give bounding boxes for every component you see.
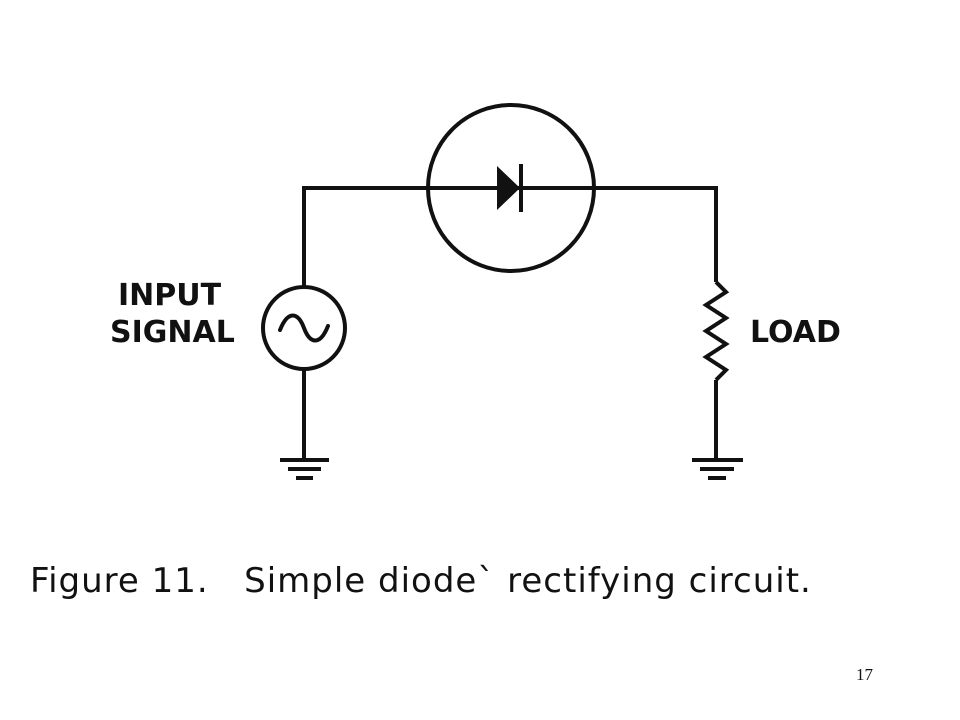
ground-icon: [280, 458, 329, 480]
input-label-line2: SIGNAL: [110, 315, 235, 350]
load-label: LOAD: [750, 315, 841, 350]
resistor-icon: [702, 280, 730, 382]
ground-icon: [692, 458, 743, 480]
wire-left-top: [302, 186, 430, 286]
ac-source-icon: [261, 285, 347, 371]
wire-right-top: [594, 186, 718, 282]
diode-icon: [497, 164, 523, 212]
figure-caption: Figure 11. Simple diode` rectifying circ…: [30, 561, 812, 601]
page-number: 17: [856, 665, 873, 684]
diode-envelope: [426, 103, 596, 273]
input-label-line1: INPUT: [118, 278, 222, 313]
